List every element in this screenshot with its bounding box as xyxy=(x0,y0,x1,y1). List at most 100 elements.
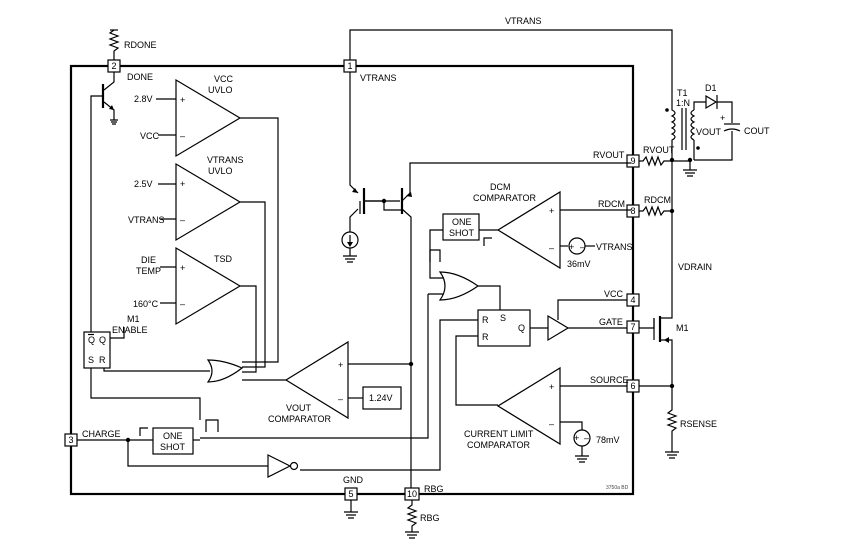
diode-d1 xyxy=(705,94,733,123)
vtrans-uvlo-minus-label: VTRANS xyxy=(128,215,165,225)
rdcm-res-label: RDCM xyxy=(644,195,671,205)
vtrans-uvlo-title: VTRANS xyxy=(207,155,244,165)
uvlo-or-gate xyxy=(206,359,244,383)
svg-text:S: S xyxy=(500,313,506,323)
rsense-label: RSENSE xyxy=(680,419,717,429)
svg-text:–: – xyxy=(338,394,343,404)
inverter xyxy=(267,454,299,478)
tsd-title: TSD xyxy=(214,254,233,264)
secondary-ground-icon xyxy=(683,160,697,177)
svg-text:1.24V: 1.24V xyxy=(369,393,393,403)
svg-text:SHOT: SHOT xyxy=(449,228,475,238)
svg-text:–: – xyxy=(549,419,554,429)
dcm-comparator: + – xyxy=(496,190,561,270)
svg-text:7: 7 xyxy=(630,322,635,332)
source-pin-label: SOURCE xyxy=(590,375,629,385)
vcc-pin-label: VCC xyxy=(604,289,624,299)
pin-5: 5 xyxy=(344,487,358,501)
svg-text:R: R xyxy=(99,355,106,365)
charge-to-inv xyxy=(127,440,268,467)
figure-code: 3750a BD xyxy=(606,485,629,491)
svg-text:+: + xyxy=(180,179,185,189)
m1-enable-latch: Q Q S R xyxy=(83,331,111,369)
current-limit-comparator: + – xyxy=(496,366,561,446)
svg-text:+: + xyxy=(569,242,574,252)
vcc-uvlo-comparator: + – xyxy=(156,78,242,158)
rvout-pin-label: RVOUT xyxy=(593,150,625,160)
m1-enable-label-2: ENABLE xyxy=(112,325,148,335)
svg-text:ONE: ONE xyxy=(163,431,183,441)
cl-title-2: COMPARATOR xyxy=(467,440,531,450)
gnd-label: GND xyxy=(343,475,364,485)
set-or-gate xyxy=(438,271,480,301)
m1-enable-label: M1 xyxy=(127,314,140,324)
svg-text:ONE: ONE xyxy=(452,217,472,227)
m1-label: M1 xyxy=(676,323,689,333)
cl-title: CURRENT LIMIT xyxy=(464,429,534,439)
svg-text:3: 3 xyxy=(68,435,73,445)
svg-text:9: 9 xyxy=(630,156,635,166)
rdone-resistor-icon xyxy=(108,29,120,60)
vtrans-uvlo-title-2: UVLO xyxy=(208,166,233,176)
gate-driver xyxy=(547,314,570,342)
rbg-pin-label: RBG xyxy=(424,484,444,494)
svg-text:+: + xyxy=(180,95,185,105)
vout-label: VOUT xyxy=(696,127,722,137)
current-mirror xyxy=(349,72,631,488)
mosfet-m1 xyxy=(639,316,673,386)
rsense-resistor-icon xyxy=(665,386,679,459)
voltage-source-icon: + – xyxy=(568,237,586,255)
svg-text:+: + xyxy=(549,206,554,216)
done-label: DONE xyxy=(127,72,153,82)
svg-text:+: + xyxy=(574,433,579,443)
or-inputs xyxy=(200,270,444,439)
dcm-title-2: COMPARATOR xyxy=(473,193,537,203)
rbg-resistor-icon xyxy=(405,500,419,539)
current-source-icon xyxy=(341,231,359,263)
svg-text:R: R xyxy=(482,315,489,325)
vout-comp-title: VOUT xyxy=(286,403,312,413)
svg-text:+: + xyxy=(338,360,343,370)
svg-text:1: 1 xyxy=(347,61,352,71)
svg-text:+: + xyxy=(549,382,554,392)
vcc-uvlo-title-2: UVLO xyxy=(208,85,233,95)
vout-comparator: + – xyxy=(284,340,349,420)
driver-vcc-wire xyxy=(557,299,627,320)
rvout-resistor-icon xyxy=(639,155,690,167)
vcc-uvlo-minus-label: VCC xyxy=(140,131,160,141)
svg-text:R: R xyxy=(482,332,489,342)
tsd-comparator: + – xyxy=(160,246,242,326)
vtrans-uvlo-ref: 2.5V xyxy=(134,179,153,189)
svg-text:+: + xyxy=(180,263,185,273)
rvout-res-label: RVOUT xyxy=(643,145,675,155)
svg-text:4: 4 xyxy=(630,295,635,305)
gate-pin-label: GATE xyxy=(599,317,623,327)
ff-r1-wire xyxy=(300,319,478,471)
svg-text:6: 6 xyxy=(630,381,635,391)
vtrans-pin1-label: VTRANS xyxy=(360,73,397,83)
rbg-res-label: RBG xyxy=(420,513,440,523)
vtrans-top-label: VTRANS xyxy=(505,16,542,26)
pin-8: 8 xyxy=(626,204,640,218)
pin-4: 4 xyxy=(626,293,640,307)
svg-text:5: 5 xyxy=(348,489,353,499)
output-capacitor: + xyxy=(694,113,741,161)
rdone-label: RDONE xyxy=(124,40,157,50)
dcm-ref-label: VTRANS xyxy=(596,242,633,252)
svg-text:–: – xyxy=(584,433,589,443)
vref-box: 1.24V xyxy=(362,386,402,410)
or-to-latch-wire xyxy=(103,368,210,372)
pin-10: 10 xyxy=(404,487,420,501)
svg-text:Q: Q xyxy=(518,323,525,333)
vout-comp-title-2: COMPARATOR xyxy=(268,414,332,424)
vcc-uvlo-ref: 2.8V xyxy=(134,94,153,104)
uvlo-or-wires xyxy=(240,117,279,373)
ff-r2-wire xyxy=(455,335,498,406)
vdrain-label: VDRAIN xyxy=(678,262,712,272)
cl-minus-wire xyxy=(560,421,583,430)
pin-9: 9 xyxy=(626,154,640,168)
svg-text:Q: Q xyxy=(99,335,106,345)
rdcm-pin-label: RDCM xyxy=(598,199,625,209)
svg-text:–: – xyxy=(180,215,185,225)
